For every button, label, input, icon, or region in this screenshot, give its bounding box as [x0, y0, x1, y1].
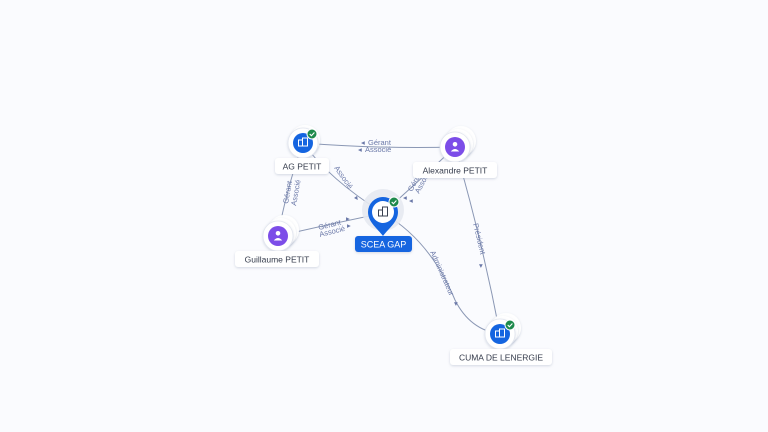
check-badge-icon	[306, 128, 318, 140]
edge-scea-cuma[interactable]	[382, 212, 501, 335]
edge-label: Associé	[365, 145, 391, 154]
edge-alexandre-ag[interactable]	[302, 142, 456, 148]
edge-label: ◂	[361, 138, 365, 147]
node-label: CUMA DE LENERGIE	[459, 353, 543, 363]
edge-label: ▸	[352, 194, 362, 202]
node-label: SCEA GAP	[361, 240, 407, 250]
edge-label: ◂	[403, 193, 407, 202]
edge-label: ▸	[347, 221, 351, 230]
node-label: Alexandre PETIT	[423, 166, 488, 176]
edge-label: Administrateur	[428, 249, 456, 297]
node-ag-petit[interactable]: AG PETIT	[275, 125, 329, 174]
edge-label: ▾	[454, 299, 458, 308]
node-cuma-de-lenergie[interactable]: CUMA DE LENERGIE	[450, 313, 552, 365]
check-badge-icon	[388, 196, 400, 208]
edge-label: ◂	[358, 145, 362, 154]
check-badge-icon	[504, 319, 516, 331]
edge-label: Gérant	[281, 179, 294, 204]
edge-label: Gérant	[368, 138, 392, 147]
building-icon	[293, 133, 313, 153]
edge-label: Associé	[332, 164, 354, 191]
node-guillaume-petit[interactable]: Guillaume PETIT	[235, 215, 319, 267]
building-icon	[490, 324, 510, 344]
node-scea-gap[interactable]: SCEA GAP	[355, 189, 412, 252]
edge-label: Président	[471, 222, 488, 256]
person-icon	[268, 226, 288, 246]
edge-label: ▸	[346, 214, 350, 223]
node-label: Guillaume PETIT	[245, 255, 310, 265]
person-icon	[445, 137, 465, 157]
edge-label: Associé	[289, 179, 302, 206]
building-icon	[378, 206, 388, 217]
node-alexandre-petit[interactable]: Alexandre PETIT	[413, 126, 497, 178]
node-label: AG PETIT	[283, 162, 322, 172]
edge-label: ▾	[479, 261, 483, 270]
edge-label: ◂	[409, 196, 413, 205]
